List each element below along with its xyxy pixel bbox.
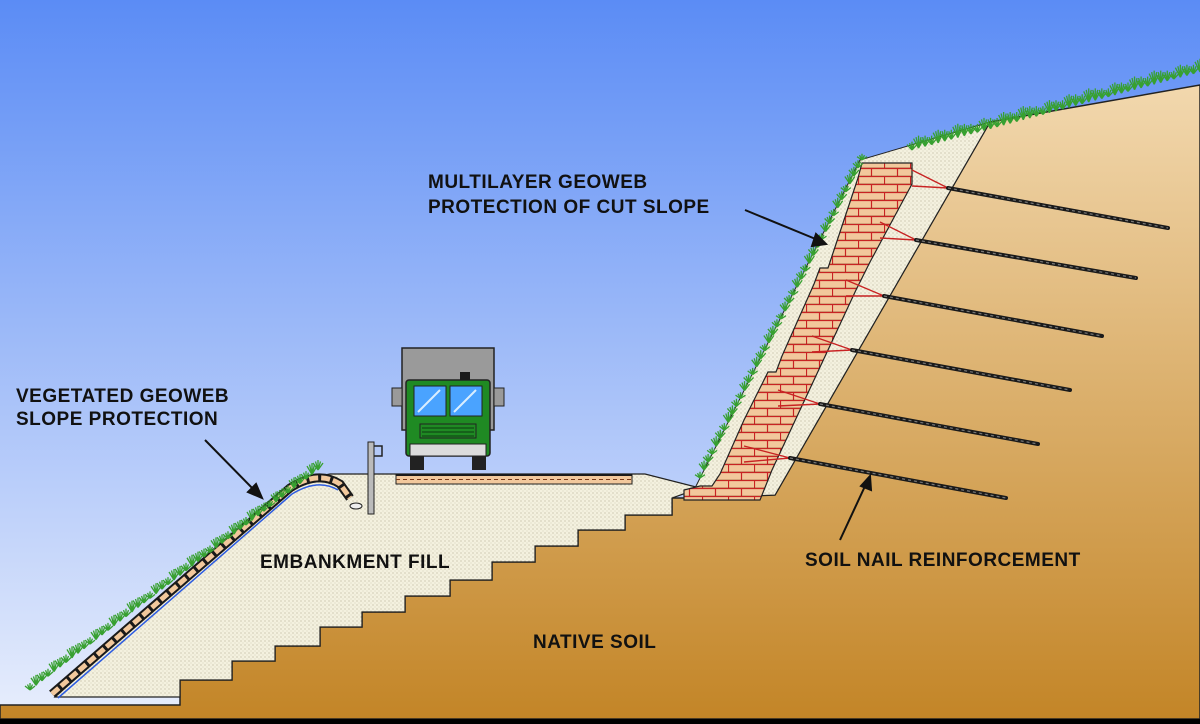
- vegetated-label-line2: SLOPE PROTECTION: [16, 409, 218, 430]
- soil-nail-icon: [743, 445, 1008, 500]
- multilayer-label-line2: PROTECTION OF CUT SLOPE: [428, 197, 710, 218]
- truck-icon: [391, 347, 505, 470]
- native-soil-label: NATIVE SOIL: [533, 632, 656, 653]
- multilayer-geoweb: [683, 162, 913, 501]
- soil-nail-icon: [777, 389, 1040, 446]
- road: [395, 474, 633, 485]
- soil-nail-icon: [845, 279, 1104, 338]
- grass-icon: [24, 58, 1200, 691]
- soil-nail-reinforcement: [743, 169, 1170, 500]
- embankment-label: EMBANKMENT FILL: [260, 552, 450, 573]
- multilayer-label-line1: MULTILAYER GEOWEB: [428, 172, 648, 193]
- soil-nail-icon: [811, 335, 1072, 392]
- vegetated-label-line1: VEGETATED GEOWEB: [16, 386, 229, 407]
- soil-nail-icon: [911, 169, 1170, 230]
- soil-nail-label: SOIL NAIL REINFORCEMENT: [805, 550, 1081, 571]
- road-sign-icon: [367, 441, 383, 515]
- soil-nail-icon: [879, 221, 1138, 280]
- leader-arrows: [204, 209, 873, 541]
- embankment-fill: [53, 473, 703, 698]
